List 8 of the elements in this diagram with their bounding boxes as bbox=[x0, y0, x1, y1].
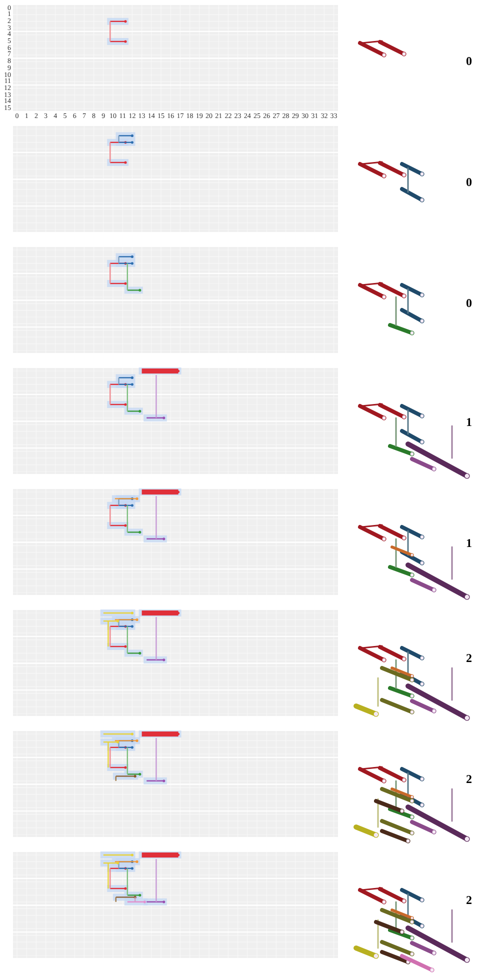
step-number: 0 bbox=[466, 176, 472, 188]
step-number: 1 bbox=[466, 416, 472, 428]
step-number: 2 bbox=[466, 652, 472, 664]
step-number: 2 bbox=[466, 773, 472, 785]
step-number: 2 bbox=[466, 894, 472, 906]
step-number: 0 bbox=[466, 55, 472, 67]
step-number: 0 bbox=[466, 297, 472, 309]
step-number: 1 bbox=[466, 537, 472, 549]
